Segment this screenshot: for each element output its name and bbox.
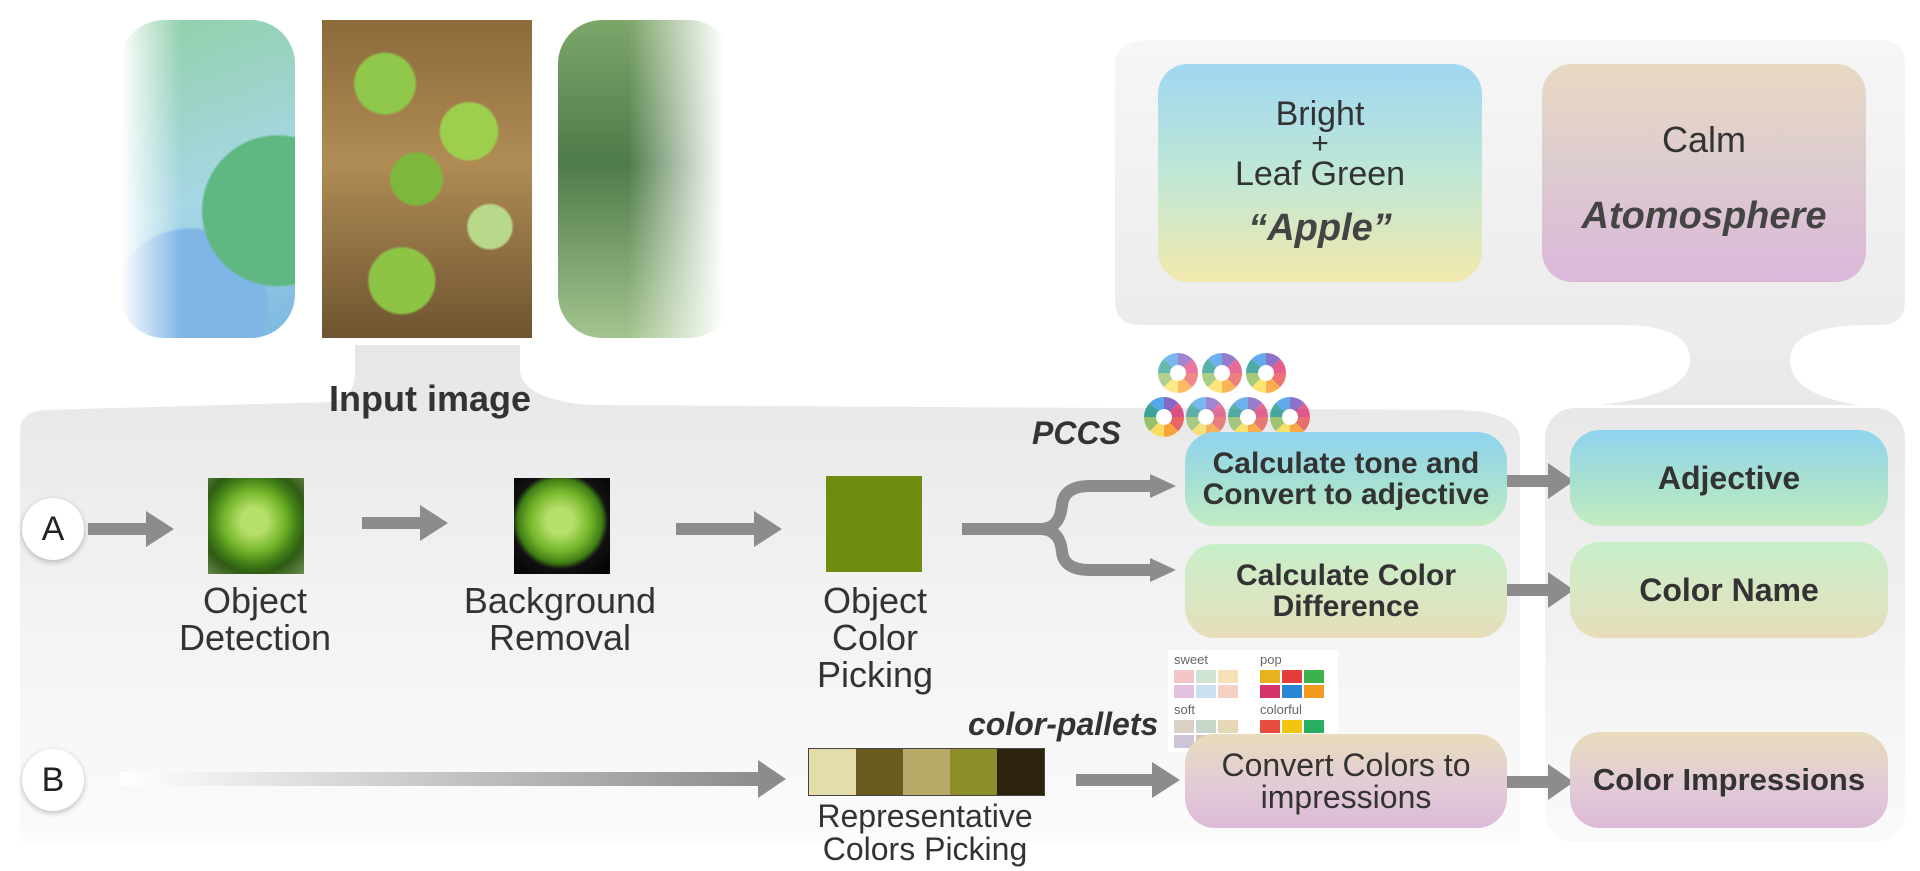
pccs-tag: PCCS <box>1032 415 1121 451</box>
card-calm-italic: Atomosphere <box>1581 194 1827 237</box>
process-tone-2: Convert to adjective <box>1202 478 1490 511</box>
pallet-swatch <box>1260 670 1280 683</box>
process-difference-2: Difference <box>1272 590 1420 623</box>
card-apple: Bright + Leaf Green “Apple” <box>1158 64 1482 282</box>
row-b-marker: B <box>22 749 84 811</box>
pallet-pop-grid <box>1260 670 1324 698</box>
pallet-swatch <box>1260 720 1280 733</box>
row-a-marker: A <box>22 498 84 560</box>
card-calm: Calm Atomosphere <box>1542 64 1866 282</box>
pccs-tone-wheels-icon <box>1144 353 1310 437</box>
card-apple-line2: + <box>1311 126 1329 160</box>
object-detection-image <box>208 478 304 574</box>
label-background-removal-1: Background <box>463 580 657 621</box>
tone-wheel-center <box>1258 365 1274 381</box>
pallet-swatch <box>1304 685 1324 698</box>
output-color-impressions: Color Impressions <box>1570 732 1888 828</box>
representative-color-1 <box>809 749 856 795</box>
pallet-swatch <box>1196 670 1216 683</box>
process-tone-1: Calculate tone and <box>1212 447 1480 480</box>
tone-wheel-center <box>1214 365 1230 381</box>
pallet-swatch <box>1174 670 1194 683</box>
representative-color-5 <box>997 749 1044 795</box>
tone-wheel-center <box>1240 409 1256 425</box>
process-impressions-1: Convert Colors to <box>1221 747 1471 783</box>
output-color-name: Color Name <box>1570 542 1888 638</box>
pallet-swatch <box>1174 720 1194 733</box>
pallet-swatch <box>1218 720 1238 733</box>
card-calm-word: Calm <box>1661 118 1746 160</box>
pallet-colorful-label: colorful <box>1260 702 1302 717</box>
pallet-swatch <box>1196 720 1216 733</box>
output-adjective: Adjective <box>1570 430 1888 526</box>
card-apple-quote: “Apple” <box>1248 206 1392 249</box>
input-thumbnail-lotus <box>120 20 295 338</box>
representative-colors-strip <box>808 748 1045 796</box>
input-thumbnail-forest <box>558 20 733 338</box>
label-object-detection-1: Object <box>202 580 308 621</box>
representative-color-4 <box>950 749 997 795</box>
label-object-color-picking-2: Color <box>831 617 919 658</box>
tone-wheel-center <box>1170 365 1186 381</box>
pallet-swatch <box>1174 685 1194 698</box>
label-object-detection-2: Detection <box>178 617 332 658</box>
pallet-sweet-grid <box>1174 670 1238 698</box>
label-object-color-picking-1: Object <box>822 580 928 621</box>
pallet-swatch <box>1196 685 1216 698</box>
label-background-removal: Background Removal <box>420 582 700 656</box>
color-pallets-tag: color-pallets <box>968 706 1159 742</box>
pallet-swatch <box>1218 670 1238 683</box>
label-representative-2: Colors Picking <box>822 831 1028 867</box>
representative-color-3 <box>903 749 950 795</box>
representative-color-2 <box>856 749 903 795</box>
label-representative-1: Representative <box>817 798 1033 834</box>
pallet-swatch <box>1282 670 1302 683</box>
main-panel <box>20 345 1520 842</box>
input-image-label: Input image <box>328 378 531 419</box>
pallet-swatch <box>1260 685 1280 698</box>
tone-wheel-center <box>1282 409 1298 425</box>
input-thumbnail-apples <box>322 20 532 338</box>
label-representative-colors: Representative Colors Picking <box>790 800 1060 866</box>
pallet-swatch <box>1304 670 1324 683</box>
pallet-sweet: sweet <box>1174 652 1238 698</box>
object-color-swatch <box>826 476 922 572</box>
pallet-sweet-label: sweet <box>1174 652 1208 667</box>
process-impressions-2: impressions <box>1260 779 1432 815</box>
background-removal-image <box>514 478 610 574</box>
pallet-pop-label: pop <box>1260 652 1282 667</box>
label-object-detection: Object Detection <box>140 582 370 656</box>
label-background-removal-2: Removal <box>488 617 632 658</box>
pallet-swatch <box>1174 735 1194 748</box>
process-difference-1: Calculate Color <box>1235 559 1457 592</box>
pallet-swatch <box>1282 685 1302 698</box>
tone-wheel-center <box>1156 409 1172 425</box>
pallet-soft-label: soft <box>1174 702 1195 717</box>
card-apple-line3: Leaf Green <box>1234 154 1406 193</box>
card-apple-line1: Bright <box>1275 94 1365 133</box>
pallet-swatch <box>1218 685 1238 698</box>
label-object-color-picking: Object Color Picking <box>760 582 990 693</box>
pallet-swatch <box>1304 720 1324 733</box>
process-convert-impressions: Convert Colors to impressions <box>1185 734 1507 828</box>
pallet-swatch <box>1282 720 1302 733</box>
label-object-color-picking-3: Picking <box>816 654 934 695</box>
process-color-difference: Calculate Color Difference <box>1185 544 1507 638</box>
process-tone-to-adjective: Calculate tone and Convert to adjective <box>1185 432 1507 526</box>
tone-wheel-center <box>1198 409 1214 425</box>
pallet-pop: pop <box>1260 652 1324 698</box>
